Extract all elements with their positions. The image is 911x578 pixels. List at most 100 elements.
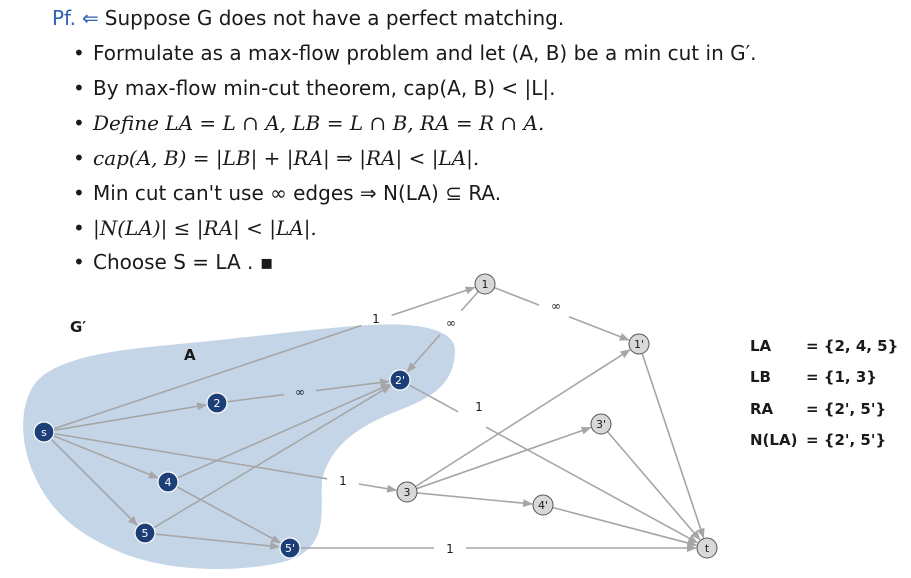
set-value: = {2', 5'} <box>806 431 887 449</box>
edge-s-2 <box>53 402 208 432</box>
set-row-nla: N(LA) = {2', 5'} <box>750 431 886 449</box>
node-label: 4' <box>538 499 548 512</box>
bullet-formulate: • Formulate as a max-flow problem and let… <box>73 41 757 65</box>
node-3: 3 <box>396 481 418 503</box>
node-circle <box>590 413 612 435</box>
edge-segment <box>408 384 459 413</box>
node-circle <box>389 369 411 391</box>
edge-line <box>606 431 701 541</box>
node-label: 2 <box>214 397 221 410</box>
node-label: s <box>41 426 47 439</box>
edge-line <box>416 492 534 508</box>
edge-4-5p <box>176 486 282 544</box>
bullet-dot: • <box>73 181 85 205</box>
min-cut-region-a <box>23 324 456 570</box>
edge-segment <box>53 432 328 480</box>
node-label: 2' <box>395 374 405 387</box>
bullet-choose: • Choose S = LA . ▪ <box>73 250 273 274</box>
edge-labels-layer: 11∞∞∞11 <box>295 299 561 556</box>
graph-label: G′ <box>70 318 86 336</box>
edge-segment <box>358 483 398 493</box>
proof-statement: Suppose G does not have a perfect matchi… <box>104 6 565 30</box>
edge-s-1 <box>53 286 476 430</box>
node-1: 1 <box>474 273 496 295</box>
edge-line <box>415 349 631 488</box>
bullet-dot: • <box>73 41 85 65</box>
edge-label-s_3: 1 <box>339 474 347 488</box>
bullet-text: Define LA = L ∩ A, LB = L ∩ B, RA = R ∩ … <box>93 111 545 135</box>
nodes-layer: s 1 2 3 4 5 1' 2' 3' 4' 5' t <box>33 273 718 559</box>
bullet-dot: • <box>73 146 85 170</box>
node-circle <box>33 421 55 443</box>
edge-label-2p_t: 1 <box>475 400 483 414</box>
proof-header: Pf.⇐Suppose G does not have a perfect ma… <box>52 6 564 30</box>
set-row-la: LA = {2, 4, 5} <box>750 337 898 355</box>
node-5p: 5' <box>279 537 301 559</box>
node-4: 4 <box>157 471 179 493</box>
node-label: 1' <box>634 338 644 351</box>
edge-5-2p <box>153 384 392 529</box>
edge-1-2p <box>406 290 479 373</box>
node-label: 4 <box>165 476 172 489</box>
bullet-neighborhood: •|N(LA)| ≤ |RA| < |LA|. <box>73 216 317 240</box>
edge-1p-t <box>641 353 705 539</box>
set-value: = {2, 4, 5} <box>806 337 899 355</box>
edge-segment <box>53 324 362 430</box>
node-label: t <box>705 542 710 555</box>
set-name: RA <box>750 400 774 418</box>
edge-4p-t <box>552 506 698 547</box>
edges-layer <box>50 286 705 552</box>
edge-s-5 <box>50 438 138 526</box>
edge-line <box>552 506 698 547</box>
node-circle <box>279 537 301 559</box>
edge-label-5p_t: 1 <box>446 542 454 556</box>
bullet-dot: • <box>73 111 85 135</box>
edge-line <box>154 533 281 550</box>
edge-5-5p <box>154 533 281 550</box>
node-label: 3 <box>404 486 411 499</box>
set-name: N(LA) <box>750 431 798 449</box>
edge-1-1p <box>494 286 630 341</box>
edge-3-3p <box>416 426 592 490</box>
node-circle <box>532 494 554 516</box>
bullet-capacity: •cap(A, B) = |LB| + |RA| ⇒ |RA| < |LA|. <box>73 146 479 170</box>
set-value: = {1, 3} <box>806 368 877 386</box>
bullet-text: Min cut can't use ∞ edges ⇒ N(LA) ⊆ RA. <box>93 181 502 205</box>
edge-label-s_1: 1 <box>372 312 380 326</box>
edge-segment <box>494 286 540 306</box>
bullet-define: • Define LA = L ∩ A, LB = L ∩ B, RA = R ∩… <box>73 111 544 135</box>
node-circle <box>474 273 496 295</box>
edge-3p-t <box>606 431 701 541</box>
node-circle <box>134 522 156 544</box>
node-4p: 4' <box>532 494 554 516</box>
edge-line <box>416 426 592 490</box>
edge-segment <box>391 286 476 317</box>
set-row-ra: RA= {2', 5'} <box>750 400 886 418</box>
bullet-text: Formulate as a max-flow problem and let … <box>93 41 757 65</box>
proof-label: Pf. <box>52 6 77 30</box>
set-name: LB <box>750 368 771 386</box>
node-t: t <box>696 537 718 559</box>
edge-line <box>641 353 705 539</box>
proof-direction-arrow: ⇐ <box>82 6 99 30</box>
edge-2p-t <box>408 384 699 544</box>
set-name: LA <box>750 337 772 355</box>
edge-3-4p <box>416 492 534 508</box>
bullet-dot: • <box>73 250 85 274</box>
bullet-infinite-edges: • Min cut can't use ∞ edges ⇒ N(LA) ⊆ RA. <box>73 181 501 205</box>
node-1p: 1' <box>628 333 650 355</box>
edge-2-2p <box>226 378 391 403</box>
node-label: 5 <box>142 527 149 540</box>
node-label: 1 <box>482 278 489 291</box>
node-2: 2 <box>206 392 228 414</box>
bullet-text: Choose S = LA . ▪ <box>93 250 274 274</box>
cut-label: A <box>184 346 196 364</box>
node-circle <box>628 333 650 355</box>
edge-line <box>50 438 138 526</box>
node-5: 5 <box>134 522 156 544</box>
bullet-maxflow-mincut: •By max-flow min-cut theorem, cap(A, B) … <box>73 76 556 100</box>
node-3p: 3' <box>590 413 612 435</box>
node-circle <box>396 481 418 503</box>
bullet-text: By max-flow min-cut theorem, cap(A, B) <… <box>93 76 556 100</box>
